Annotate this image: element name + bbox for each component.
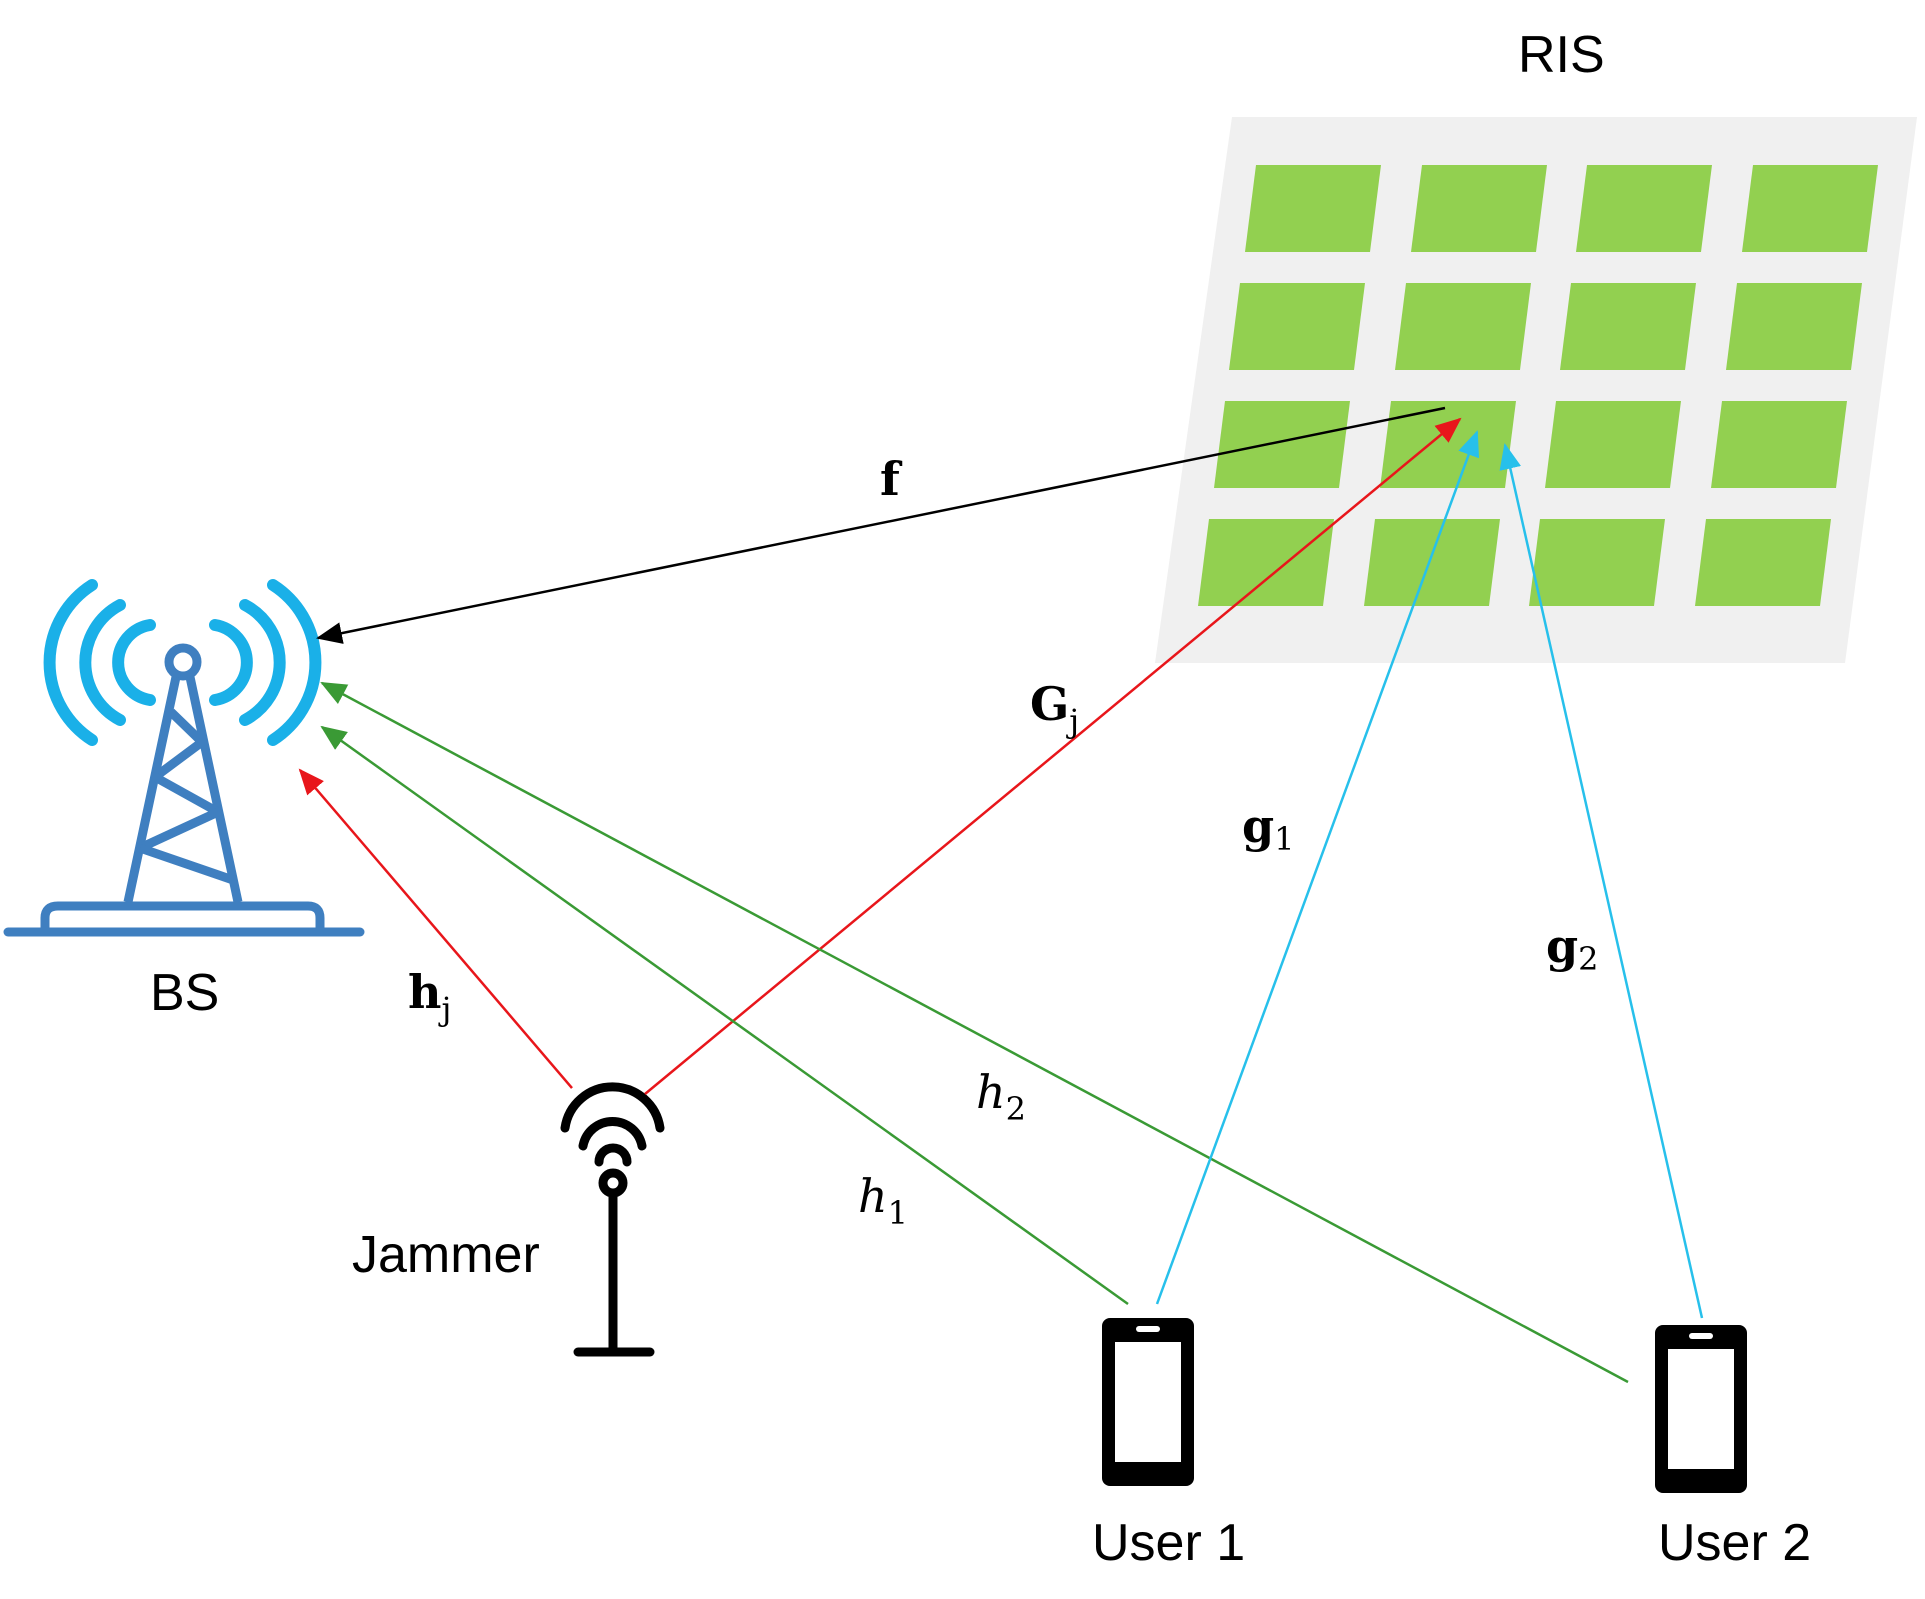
channel-Gj-label: Gj bbox=[1030, 677, 1079, 740]
channel-g1-label: g1 bbox=[1242, 799, 1295, 858]
channel-h2-label: h2 bbox=[976, 1065, 1026, 1128]
link-g1 bbox=[1155, 430, 1480, 1305]
bs-label: BS bbox=[150, 964, 219, 1022]
channel-g2-label: g2 bbox=[1546, 919, 1599, 978]
channel-hj-label: hj bbox=[408, 965, 451, 1028]
user2-label: User 2 bbox=[1658, 1514, 1811, 1572]
user1-phone-icon bbox=[1102, 1318, 1194, 1486]
ris-panel bbox=[1155, 117, 1917, 663]
links bbox=[298, 406, 1704, 1384]
channel-h1-label: h1 bbox=[858, 1169, 908, 1232]
bs-tower-icon bbox=[3, 579, 365, 937]
bs-waves bbox=[43, 579, 322, 746]
jammer-label: Jammer bbox=[352, 1226, 540, 1284]
link-f bbox=[316, 406, 1446, 644]
link-h2 bbox=[320, 681, 1629, 1384]
link-g2 bbox=[1499, 443, 1704, 1319]
ris-elements bbox=[1198, 165, 1878, 606]
jammer-antenna-icon bbox=[560, 1082, 665, 1357]
user1-label: User 1 bbox=[1092, 1514, 1245, 1572]
ris-label: RIS bbox=[1518, 26, 1605, 84]
link-Gj bbox=[644, 417, 1462, 1095]
link-hj bbox=[298, 768, 573, 1089]
bs-structure bbox=[3, 643, 365, 937]
user2-phone-icon bbox=[1655, 1325, 1747, 1493]
link-h1 bbox=[320, 725, 1129, 1306]
channel-f-label: f bbox=[880, 452, 903, 506]
